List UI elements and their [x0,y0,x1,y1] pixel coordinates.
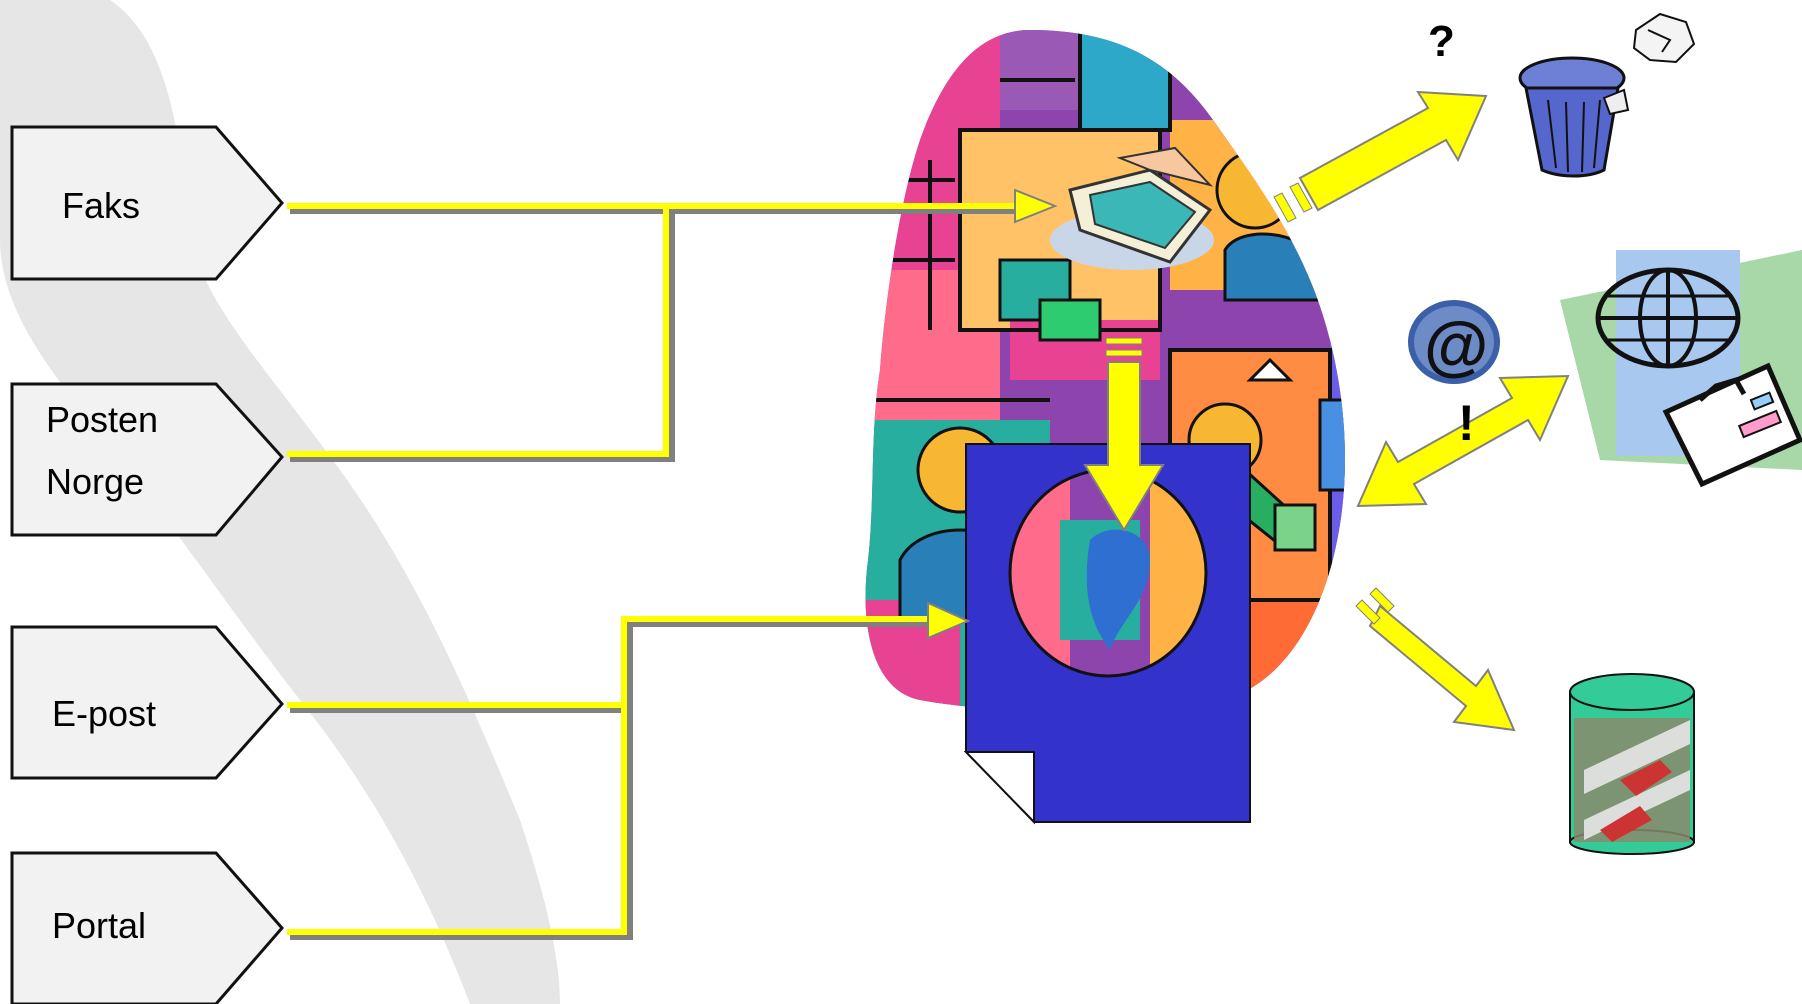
arrowhead-to-scanner [1014,188,1058,224]
source-label-e-post: E-post [52,693,157,734]
source-label-posten: Posten [46,399,159,440]
arrowhead-to-document [927,601,971,640]
source-box-posten-norge [10,382,284,537]
source-box-portal [10,851,284,1004]
crumpled-paper-icon [1632,12,1696,64]
email-at-icon [1408,300,1500,384]
source-label-faks: Faks [62,185,141,226]
exclamation-mark: ! [1458,395,1475,451]
arrow-to-database [1355,587,1516,732]
double-arrow-to-web [1356,374,1570,508]
source-box-faks [10,125,284,281]
at-sign: @ [1424,308,1489,382]
source-box-e-post [10,625,284,780]
source-label-norge: Norge [46,461,145,502]
source-label-portal: Portal [52,905,147,946]
briefcase-icon [1662,362,1802,488]
connector-epost-portal [287,616,930,940]
question-mark: ? [1428,17,1455,66]
arrow-down-scanner-to-document [1083,337,1165,532]
connector-faks-posten [287,203,1025,462]
trash-can-icon [1518,56,1630,178]
scanner-icon [1050,146,1214,270]
arrow-to-trash [1273,90,1488,223]
database-icon [1569,673,1695,855]
